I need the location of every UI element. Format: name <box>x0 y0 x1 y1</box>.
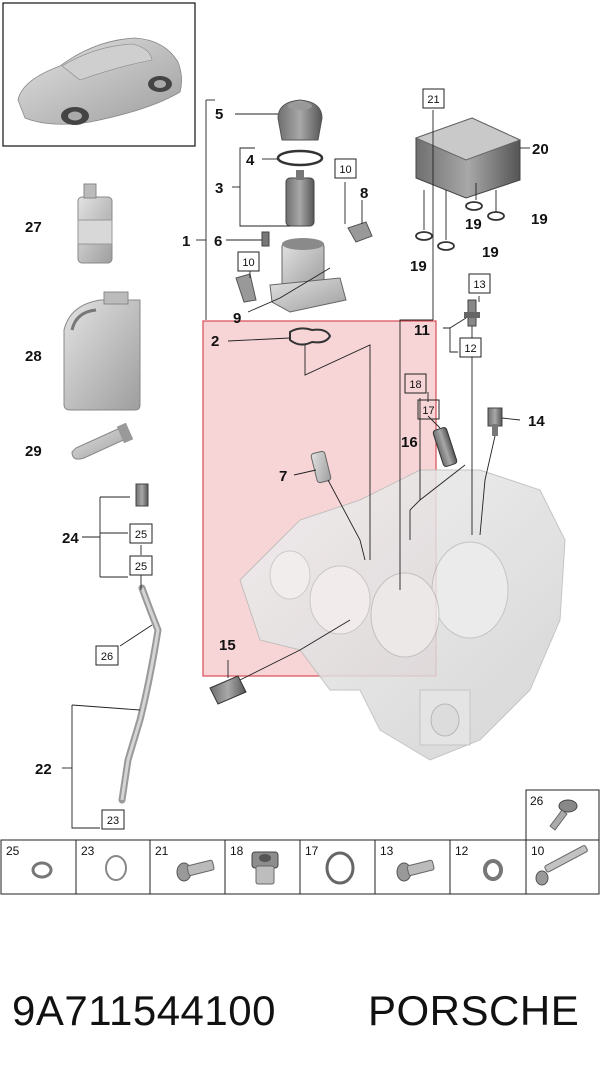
plug-screw-icon <box>251 851 279 885</box>
box-12: 12 <box>464 343 476 355</box>
callout-22: 22 <box>35 761 52 778</box>
engine-block <box>239 469 566 761</box>
engine-oil-canister <box>63 291 141 411</box>
table-cell-10: 10 <box>531 844 545 858</box>
washer-icon <box>483 859 503 881</box>
dipstick-tube <box>118 483 162 804</box>
callout-5: 5 <box>215 106 223 123</box>
part-number: 9A711544100 <box>12 987 276 1034</box>
table-cell-12: 12 <box>455 844 469 858</box>
screw-6 <box>261 231 270 247</box>
box-21: 21 <box>427 94 439 106</box>
callout-29: 29 <box>25 443 42 460</box>
box-10-top: 10 <box>339 164 351 176</box>
seal-ring-icon <box>105 855 127 881</box>
callout-9: 9 <box>233 310 241 327</box>
boxed-callouts: 10 10 21 13 12 18 17 25 25 26 23 <box>95 88 491 830</box>
callout-19d: 19 <box>482 244 499 261</box>
callout-19b: 19 <box>531 211 548 228</box>
callout-8: 8 <box>360 185 368 202</box>
callout-6: 6 <box>214 233 222 250</box>
callout-14: 14 <box>528 413 545 430</box>
callout-1: 1 <box>182 233 190 250</box>
bracket-9 <box>235 273 257 303</box>
oil-filter-cartridge <box>285 170 315 227</box>
box-26: 26 <box>101 651 113 663</box>
cooler-seals <box>415 201 505 251</box>
box-18: 18 <box>409 379 421 391</box>
bolt-icon <box>176 859 215 882</box>
callout-27: 27 <box>25 219 42 236</box>
bolt-icon <box>549 799 578 831</box>
oil-level-sensor <box>487 407 503 436</box>
box-23: 23 <box>107 815 119 827</box>
fastener-table: 26 25 23 21 18 17 13 12 10 <box>0 789 600 895</box>
table-cell-17: 17 <box>305 844 319 858</box>
table-cell-23: 23 <box>81 844 95 858</box>
callout-2: 2 <box>211 333 219 350</box>
callout-19c: 19 <box>410 258 427 275</box>
oil-filter-housing <box>269 238 347 313</box>
box-10-left: 10 <box>242 257 254 269</box>
table-cell-18: 18 <box>230 844 244 858</box>
oil-pressure-switch <box>310 450 332 484</box>
bolt-icon <box>396 859 435 882</box>
engine-oil-bottle-small <box>77 183 113 264</box>
oil-filter-cap <box>277 99 323 141</box>
box-25-lower: 25 <box>135 561 147 573</box>
long-bolt-icon <box>535 845 588 886</box>
box-17: 17 <box>422 405 434 417</box>
housing-gasket <box>289 327 332 346</box>
brand-name: PORSCHE <box>368 987 580 1034</box>
o-ring-icon <box>325 851 355 885</box>
box-13: 13 <box>473 279 485 291</box>
temperature-sensor <box>209 675 247 705</box>
callout-15: 15 <box>219 637 236 654</box>
oil-cooler <box>414 117 522 199</box>
bracket-8 <box>347 221 373 243</box>
table-cell-25: 25 <box>6 844 20 858</box>
callout-16: 16 <box>401 434 418 451</box>
callout-19a: 19 <box>465 216 482 233</box>
callout-7: 7 <box>279 468 287 485</box>
control-valve <box>432 427 458 467</box>
callout-20: 20 <box>532 141 549 158</box>
table-cell-21: 21 <box>155 844 169 858</box>
washer-icon <box>31 861 53 879</box>
sealant-tube <box>71 422 134 460</box>
vehicle-thumbnail <box>2 2 196 147</box>
callout-4: 4 <box>246 152 255 169</box>
oil-pressure-sensor <box>464 299 480 327</box>
table-cell-13: 13 <box>380 844 394 858</box>
callout-numbers: 5 4 3 1 6 8 9 2 7 15 20 19 19 19 19 11 1… <box>25 106 549 778</box>
table-header-label: 26 <box>530 794 544 808</box>
box-25-upper: 25 <box>135 529 147 541</box>
o-ring-4 <box>276 149 324 167</box>
callout-3: 3 <box>215 180 223 197</box>
callout-28: 28 <box>25 348 42 365</box>
footer: 9A711544100 PORSCHE <box>0 975 600 1065</box>
callout-11: 11 <box>414 322 430 339</box>
callout-24: 24 <box>62 530 79 547</box>
